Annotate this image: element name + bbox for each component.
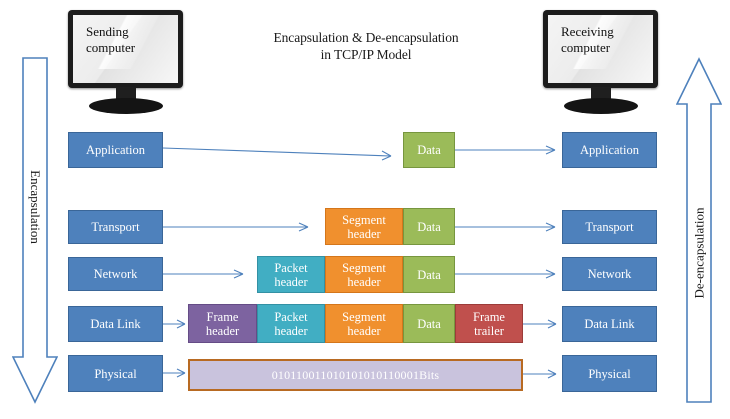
encapsulation-arrow-shape xyxy=(12,57,58,404)
monitor-screen xyxy=(73,15,178,83)
pdu-data-datalink-row[interactable]: Data xyxy=(403,304,455,343)
pdu-frame-trailer-datalink-row[interactable]: Frame trailer xyxy=(455,304,523,343)
layer-transport-right[interactable]: Transport xyxy=(562,210,657,244)
receiving-computer-label: Receiving computer xyxy=(561,24,614,55)
pdu-data-label: Data xyxy=(417,219,441,234)
pdu-data-label: Data xyxy=(417,267,441,282)
pdu-segment-header-label: Segment header xyxy=(342,212,386,241)
layer-network-left[interactable]: Network xyxy=(68,257,163,291)
pdu-packet-header-datalink-row[interactable]: Packet header xyxy=(257,304,325,343)
layer-transport-left[interactable]: Transport xyxy=(68,210,163,244)
diagram-title: Encapsulation & De-encapsulation in TCP/… xyxy=(238,29,494,63)
pdu-frame-header-label: Frame header xyxy=(205,309,240,338)
encapsulation-arrow: Encapsulation xyxy=(12,57,58,404)
layer-transport-left-label: Transport xyxy=(91,220,140,234)
layer-network-right-label: Network xyxy=(587,267,632,281)
pdu-segment-header-label: Segment header xyxy=(342,260,386,289)
pdu-packet-header-network-row[interactable]: Packet header xyxy=(257,256,325,293)
layer-physical-left[interactable]: Physical xyxy=(68,355,163,392)
receiving-computer-monitor: Receiving computer xyxy=(543,10,658,115)
connector-datalink-to-frame xyxy=(163,318,191,330)
pdu-data-label: Data xyxy=(417,316,441,331)
connector-network-to-packet xyxy=(163,268,263,280)
connector-transport-to-segment xyxy=(163,221,328,233)
layer-network-left-label: Network xyxy=(93,267,138,281)
layer-transport-right-label: Transport xyxy=(585,220,634,234)
monitor-screen xyxy=(548,15,653,83)
pdu-data-network-row[interactable]: Data xyxy=(403,256,455,293)
pdu-segment-header-datalink-row[interactable]: Segment header xyxy=(325,304,403,343)
pdu-frame-header-datalink-row[interactable]: Frame header xyxy=(188,304,257,343)
pdu-frame-trailer-label: Frame trailer xyxy=(473,309,505,338)
sending-computer-label: Sending computer xyxy=(86,24,136,55)
layer-network-right[interactable]: Network xyxy=(562,257,657,291)
screen-gloss xyxy=(548,15,653,70)
connector-segment-to-transport-right xyxy=(455,221,565,233)
pdu-packet-header-label: Packet header xyxy=(274,309,308,338)
layer-physical-right[interactable]: Physical xyxy=(562,355,657,392)
layer-application-right-label: Application xyxy=(579,143,639,157)
monitor-base xyxy=(88,98,163,114)
monitor-bezel xyxy=(543,10,658,88)
connector-frame-to-datalink-right xyxy=(523,318,565,330)
layer-datalink-right-label: Data Link xyxy=(584,317,635,331)
layer-datalink-right[interactable]: Data Link xyxy=(562,306,657,342)
de-encapsulation-arrow: De-encapsulation xyxy=(676,57,722,404)
title-line-2: in TCP/IP Model xyxy=(320,47,412,62)
sending-computer-monitor: Sending computer xyxy=(68,10,183,115)
monitor-base xyxy=(563,98,638,114)
layer-application-left[interactable]: Application xyxy=(68,132,163,168)
connector-data-to-application-right xyxy=(455,144,565,156)
layer-datalink-left[interactable]: Data Link xyxy=(68,306,163,342)
title-line-1: Encapsulation & De-encapsulation xyxy=(273,30,459,45)
layer-application-right[interactable]: Application xyxy=(562,132,657,168)
layer-physical-left-label: Physical xyxy=(94,366,137,381)
pdu-bits-physical-row[interactable]: 010110011010101010110001Bits xyxy=(188,359,523,391)
layer-datalink-left-label: Data Link xyxy=(90,317,141,331)
pdu-segment-header-network-row[interactable]: Segment header xyxy=(325,256,403,293)
connector-physical-to-bits xyxy=(163,367,191,379)
connector-bits-to-physical-right xyxy=(523,368,565,380)
de-encapsulation-arrow-shape xyxy=(676,57,722,403)
layer-application-left-label: Application xyxy=(85,143,145,157)
connector-packet-to-network-right xyxy=(455,268,565,280)
pdu-segment-header-label: Segment header xyxy=(342,309,386,338)
pdu-data-label: Data xyxy=(417,143,441,157)
pdu-data-application-row[interactable]: Data xyxy=(403,132,455,168)
layer-physical-right-label: Physical xyxy=(588,366,631,381)
pdu-bits-label: 010110011010101010110001Bits xyxy=(271,368,440,382)
pdu-data-transport-row[interactable]: Data xyxy=(403,208,455,245)
connector-application-to-data xyxy=(162,141,403,163)
pdu-segment-header-transport-row[interactable]: Segment header xyxy=(325,208,403,245)
monitor-bezel xyxy=(68,10,183,88)
screen-gloss xyxy=(73,15,178,70)
pdu-packet-header-label: Packet header xyxy=(274,260,308,289)
